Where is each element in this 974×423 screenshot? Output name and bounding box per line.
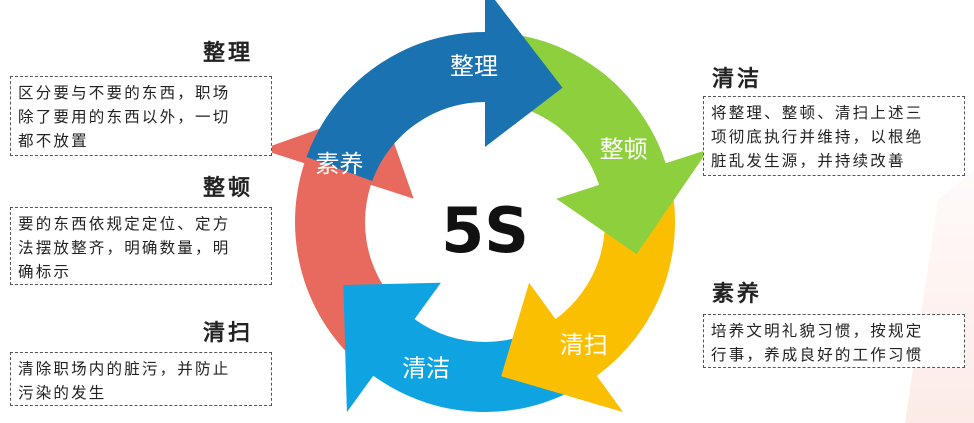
text-line: 培养文明礼貌习惯，按规定 xyxy=(711,322,924,340)
text-line: 清除职场内的脏污，并防止 xyxy=(18,360,231,378)
decorative-stripe xyxy=(905,170,974,423)
left-panel-seiton-box: 要的东西依规定定位、定方 法摆放整齐，明确数量，明 确标示 xyxy=(10,207,272,285)
text-line: 法摆放整齐，明确数量，明 xyxy=(18,239,231,257)
text-line: 要的东西依规定定位、定方 xyxy=(18,215,231,233)
right-panel-shitsuke-title: 素养 xyxy=(712,282,763,307)
text-line: 脏乱发生源，并持续改善 xyxy=(711,152,906,170)
center-title: 5S xyxy=(441,194,529,267)
cycle-label-seiton: 整顿 xyxy=(600,135,648,163)
cycle-label-seiri: 整理 xyxy=(450,52,498,80)
left-panel-seiso-title: 清扫 xyxy=(203,321,254,346)
text-line: 区分要与不要的东西，职场 xyxy=(18,84,231,102)
cycle-label-seiso: 清扫 xyxy=(560,331,608,359)
text-line: 确标示 xyxy=(18,263,72,281)
right-panel-seiketsu-box: 将整理、整顿、清扫上述三 项彻底执行并维持，以根绝 脏乱发生源，并持续改善 xyxy=(703,96,965,176)
left-panel-seiri-title: 整理 xyxy=(203,41,254,66)
text-line: 污染的发生 xyxy=(18,384,107,402)
text-line: 将整理、整顿、清扫上述三 xyxy=(711,104,924,122)
left-panel-seiso-box: 清除职场内的脏污，并防止 污染的发生 xyxy=(10,352,272,406)
text-line: 行事，养成良好的工作习惯 xyxy=(711,346,924,364)
cycle-label-seiketsu: 清洁 xyxy=(402,355,450,383)
right-panel-seiketsu-title: 清洁 xyxy=(712,67,763,92)
right-panel-shitsuke-box: 培养文明礼貌习惯，按规定 行事，养成良好的工作习惯 xyxy=(703,314,965,368)
text-line: 都不放置 xyxy=(18,132,89,150)
left-panel-seiton-title: 整顿 xyxy=(203,176,254,201)
text-line: 项彻底执行并维持，以根绝 xyxy=(711,128,924,146)
cycle-label-shitsuke: 素养 xyxy=(315,150,363,178)
text-line: 除了要用的东西以外，一切 xyxy=(18,108,231,126)
left-panel-seiri-box: 区分要与不要的东西，职场 除了要用的东西以外，一切 都不放置 xyxy=(10,76,272,156)
cycle-arrow-seiri xyxy=(306,0,563,181)
